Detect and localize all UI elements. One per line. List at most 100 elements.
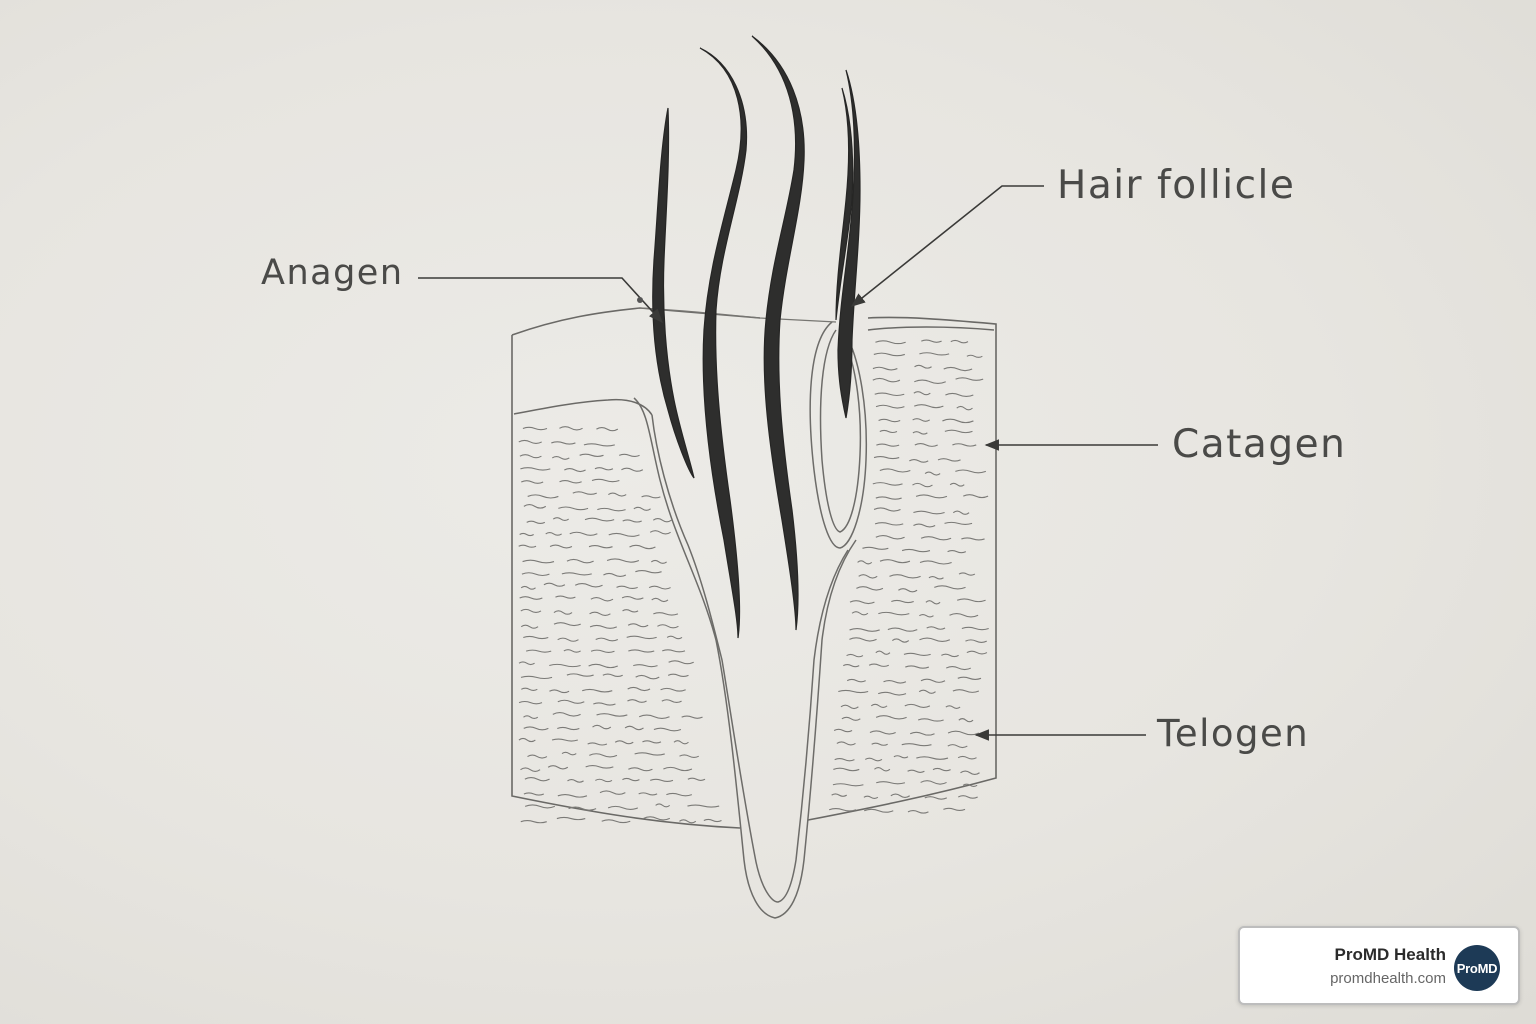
dermis-texture-mark [905,665,930,669]
dermis-texture-mark [527,754,548,759]
dermis-texture-mark [624,725,644,731]
dermis-texture-mark [608,492,627,497]
dermis-texture-mark [840,704,859,710]
dermis-texture-mark [545,532,562,536]
dermis-texture-mark [679,819,697,824]
dermis-texture-mark [568,806,597,811]
dermis-texture-mark [569,531,598,536]
dermis-texture-mark [944,521,973,525]
follicle-sheath [633,321,868,919]
dermis-texture-mark [549,544,573,549]
dermis-texture-mark [649,530,671,535]
dermis-texture-mark [567,778,584,783]
dermis-texture [518,339,989,824]
dermis-texture-mark [589,624,618,629]
brand-badge[interactable]: ProMD Health promdhealth.com ProMD [1238,926,1520,1005]
dermis-texture-mark [527,494,559,499]
dermis-texture-mark [833,728,853,733]
dermis-texture-mark [597,507,626,512]
dermis-texture-mark [869,730,896,735]
dermis-texture-mark [622,777,640,782]
dermis-texture-mark [634,752,665,756]
dermis-texture-mark [667,673,689,677]
dermis-texture-mark [557,726,580,731]
dermis-texture-mark [588,663,618,669]
dermis-texture-mark [919,637,951,643]
dermis-texture-mark [585,765,614,769]
hair-strand-3 [751,35,805,631]
dermis-texture-mark [875,650,891,655]
dermis-texture-mark [590,649,615,653]
skin-right-outline [807,316,997,821]
dermis-texture-mark [519,596,543,600]
dermis-texture-mark [912,418,931,422]
dermis-texture-mark [831,793,848,797]
dermis-texture-mark [582,688,613,693]
dermis-texture-mark [588,545,613,549]
dermis-texture-mark [846,653,864,658]
dermis-right-top [867,326,995,331]
dermis-texture-mark [901,743,932,747]
brand-name: ProMD Health [1334,945,1446,964]
dermis-texture-mark [643,816,671,821]
dermis-texture-mark [864,808,894,813]
dermis-texture-mark [874,522,904,526]
hair-strand-1 [652,107,695,479]
dermis-texture-mark [958,572,976,576]
dermis-texture-mark [932,767,951,772]
skin-block [511,307,997,829]
dermis-texture-mark [551,456,570,460]
dermis-texture-mark [627,686,651,692]
dermis-texture-mark [960,770,980,776]
dermis-texture-mark [851,611,869,616]
dermis-texture-mark [663,766,693,772]
dermis-texture-mark [966,650,988,655]
dermis-texture-mark [956,405,973,411]
dermis-texture-mark [523,715,539,720]
dermis-texture-mark [849,600,875,605]
dermis-texture-mark [838,689,869,694]
dermis-texture-mark [918,689,936,694]
dermis-texture-mark [566,673,594,677]
dermis-texture-mark [662,649,686,653]
dermis-texture-mark [876,443,900,447]
dermis-texture-mark [660,687,686,692]
dermis-texture-mark [883,679,907,684]
dermis-texture-mark [836,741,856,746]
dermis-texture-mark [856,586,884,591]
dermis-texture-mark [552,517,570,522]
dermis-texture-mark [520,585,536,590]
dermis-texture-mark [903,652,931,656]
dermis-texture-mark [912,482,933,488]
dermis-texture-mark [603,572,627,578]
dermis-texture-mark [952,510,970,515]
dermis-texture-mark [621,467,644,472]
dermis-texture-mark [555,595,576,599]
dermis-texture-mark [552,712,581,717]
dermis-texture-mark [592,724,612,730]
brand-logo-icon: ProMD [1454,945,1500,991]
dermis-texture-mark [641,495,661,499]
dermis-texture-mark [864,757,883,762]
dermis-texture-mark [891,638,910,643]
dermis-texture-mark [557,637,579,642]
dermis-texture-mark [655,803,671,808]
dermis-texture-mark [952,443,977,447]
dermis-texture-mark [874,392,905,397]
dermis-texture-mark [593,702,616,706]
dermis-texture-mark [590,596,614,602]
dermis-texture-mark [666,635,683,640]
dermis-texture-mark [957,676,982,680]
dermis-texture-mark [875,404,905,409]
dermis-texture-mark [547,765,569,770]
dermis-texture-mark [944,429,973,434]
dermis-texture-mark [526,520,546,524]
dermis-texture-mark [875,340,906,345]
dermis-texture-mark [889,574,921,579]
dermis-texture-mark [572,491,597,495]
dermis-texture-mark [914,443,938,447]
dermis-texture-mark [863,795,879,799]
dermis-texture-mark [941,653,959,658]
dermis-texture-mark [559,426,583,431]
